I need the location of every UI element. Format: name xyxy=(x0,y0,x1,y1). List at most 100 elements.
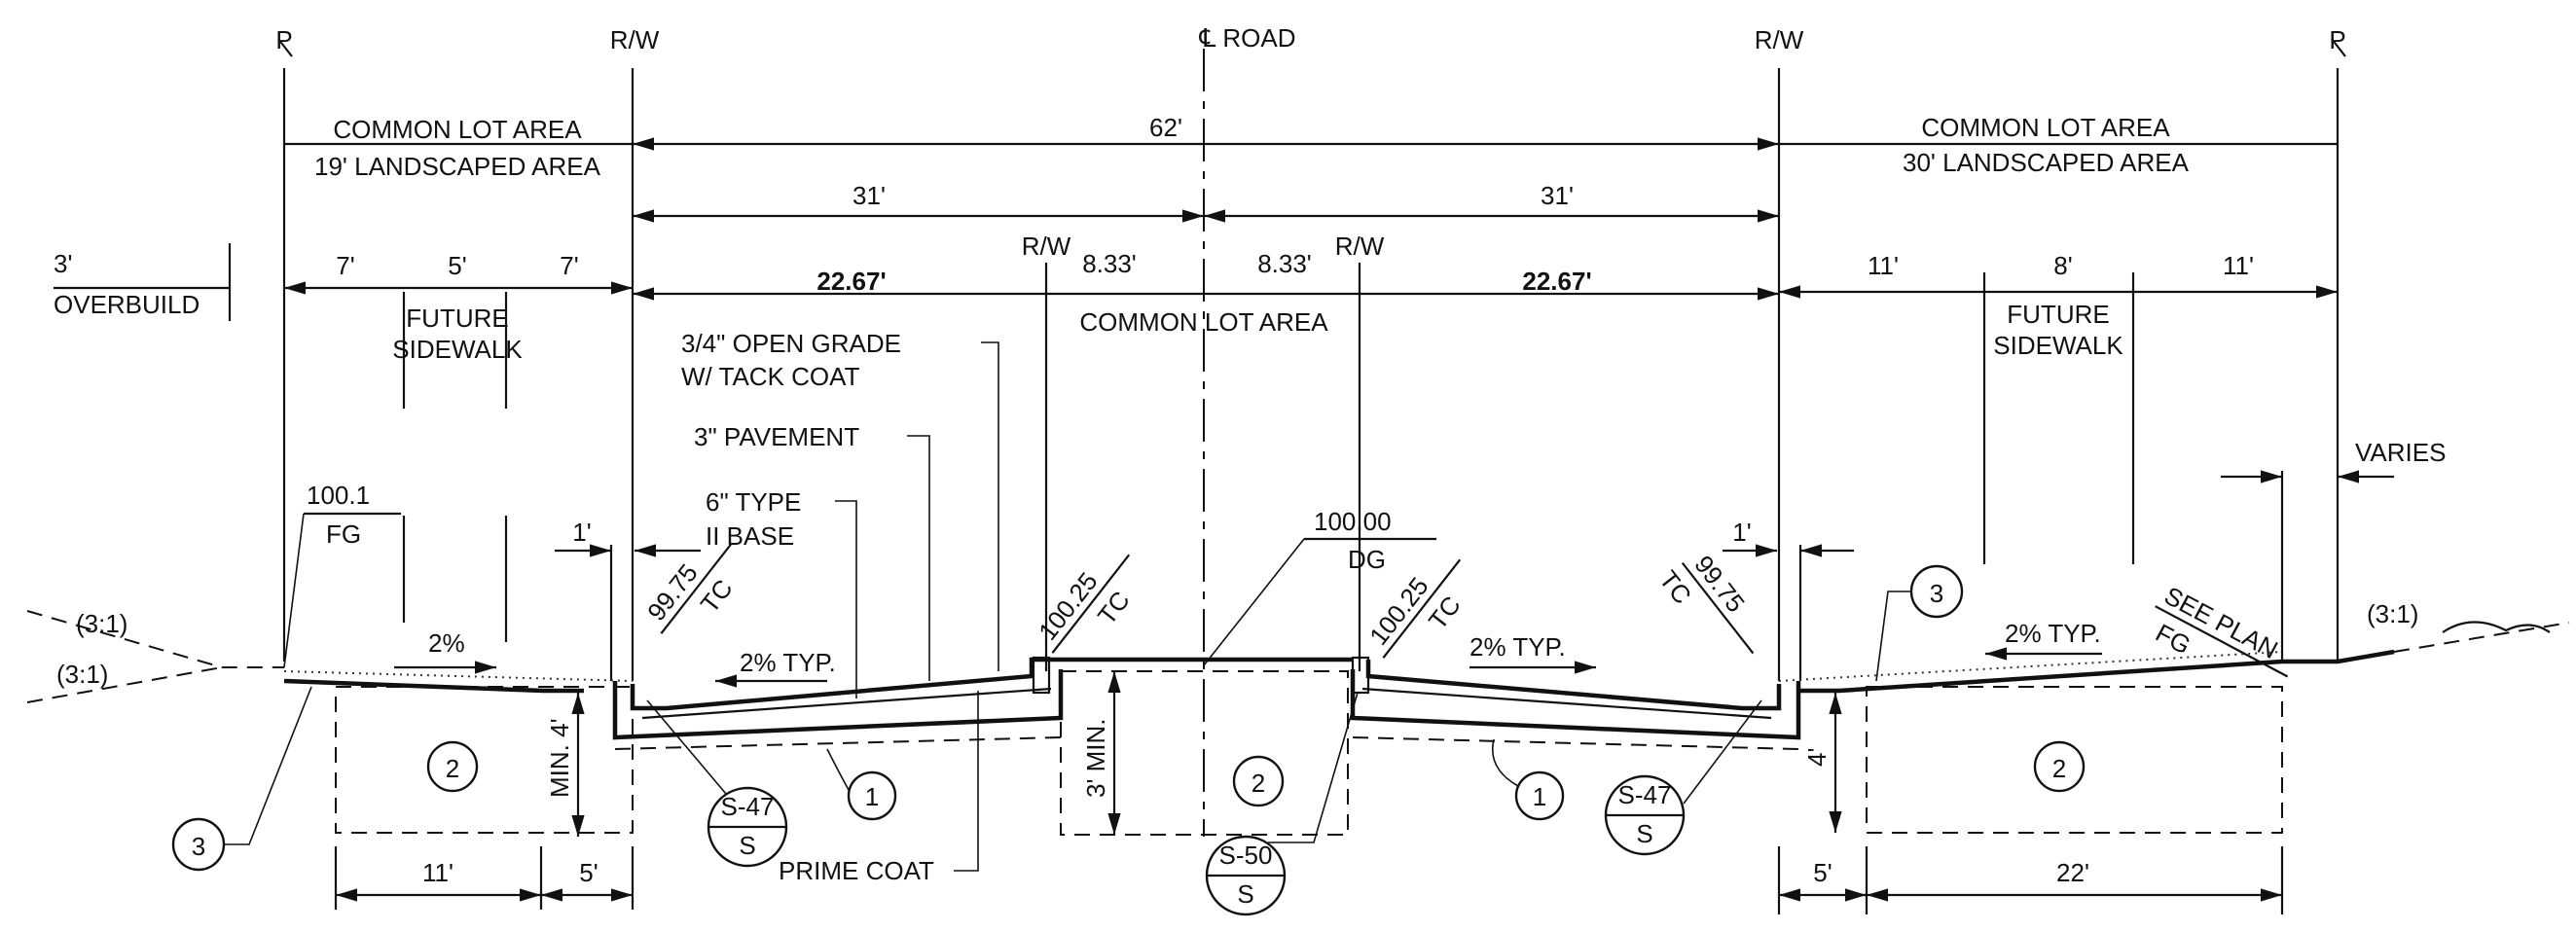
dim-11-bottom: 11' xyxy=(422,858,454,887)
see-plan-grp: SEE PLAN FG xyxy=(2151,581,2289,678)
tc-right-inner-line xyxy=(1382,558,1462,659)
pavement-leader xyxy=(907,435,930,681)
s47-right-top: S-47 xyxy=(1618,780,1672,809)
varies-label: VARIES xyxy=(2355,438,2446,467)
slope-right-typ: 2% TYP. xyxy=(1469,632,1566,662)
depth-dims: MIN. 4' 3' MIN. 4' xyxy=(545,671,1842,837)
open-grade-label-1: 3/4" OPEN GRADE xyxy=(681,329,901,358)
callout-1-right-leader xyxy=(1492,738,1519,787)
slope-left-typ: 2% TYP. xyxy=(740,648,836,677)
elev-dg: 100.00 xyxy=(1314,507,1392,536)
tc-left-outer: TC xyxy=(695,574,739,619)
tc-right-inner: TC xyxy=(1423,591,1467,635)
min-4-left: MIN. 4' xyxy=(545,718,574,798)
tc-left-inner-line xyxy=(1051,554,1131,654)
left-existing-grade xyxy=(283,670,634,682)
slope-arrows: 2% 2% TYP. 2% TYP. 2% TYP. xyxy=(394,619,2102,688)
dim-11-a: 11' xyxy=(1868,251,1899,280)
cl-road-label: ℄ ROAD xyxy=(1198,23,1295,53)
dim-5-bottom-right: 5' xyxy=(1813,858,1832,887)
s47-right-leader xyxy=(1683,699,1762,805)
right-pavement-top xyxy=(1365,660,1782,711)
median-landscape-area xyxy=(1060,670,1349,836)
pl-left-mark xyxy=(277,38,293,57)
overbuild-dim: 3' xyxy=(54,249,72,278)
pl-label-left: P xyxy=(275,25,292,54)
left-base-line xyxy=(641,687,1052,720)
base-label-2: II BASE xyxy=(706,521,794,551)
dim-8: 8' xyxy=(2053,251,2072,280)
dim-4-right-grp: 4' xyxy=(1802,748,1832,767)
callout-2-right xyxy=(2033,740,2086,793)
dim-8-33-left: 8.33' xyxy=(1082,249,1137,278)
open-grade-leader xyxy=(981,341,999,671)
callout-3-right-leader xyxy=(1875,591,1911,682)
dim-31-right: 31' xyxy=(1541,181,1574,210)
left-subgrade xyxy=(614,736,1062,750)
s50-leader xyxy=(1268,692,1359,843)
dim-8-33-right: 8.33' xyxy=(1257,249,1312,278)
prime-coat-label: PRIME COAT xyxy=(779,856,934,885)
left-base-outline xyxy=(612,669,1064,740)
tc-left-inner: TC xyxy=(1092,586,1136,630)
elev-left-fg-leader xyxy=(283,513,305,668)
callout-2-right-text: 2 xyxy=(2052,754,2066,783)
common-lot-left-1: COMMON LOT AREA xyxy=(333,115,582,144)
common-lot-right-2: 30' LANDSCAPED AREA xyxy=(1903,148,2190,177)
future-sidewalk-left-2: SIDEWALK xyxy=(392,335,523,364)
callout-1-left-text: 1 xyxy=(865,782,879,811)
min-4-left-grp: MIN. 4' xyxy=(545,718,574,798)
see-plan-line xyxy=(2155,605,2289,678)
dim-62: 62' xyxy=(1149,113,1182,142)
slope-right-far: 2% TYP. xyxy=(2005,619,2101,648)
pavement-label: 3" PAVEMENT xyxy=(694,422,859,451)
right-base-outline xyxy=(1350,669,1801,740)
elev-left-fg-lbl: FG xyxy=(326,519,361,549)
future-sidewalk-right-1: FUTURE xyxy=(2007,300,2109,329)
dim-5-bottom-left: 5' xyxy=(579,858,598,887)
future-sidewalk-left-1: FUTURE xyxy=(406,304,508,333)
callout-1-left xyxy=(847,770,897,821)
callout-2-left xyxy=(426,740,479,793)
elev-dg-lbl: DG xyxy=(1348,545,1386,574)
min-3: 3' MIN. xyxy=(1081,718,1110,798)
base-leader xyxy=(835,500,857,698)
left-inner-curb xyxy=(1032,656,1051,695)
s47-left-top: S-47 xyxy=(721,792,775,821)
side-slope-label-2: (3:1) xyxy=(56,660,108,689)
left-landscape-area xyxy=(335,686,634,834)
callout-2-center xyxy=(1232,755,1285,807)
elev-tc-right-outer-grp: 99.75 TC xyxy=(1653,550,1755,655)
tc-right-outer: TC xyxy=(1653,565,1697,610)
callout-3-left-text: 3 xyxy=(192,832,205,861)
s47-left-leader xyxy=(646,699,727,795)
dim-1-left: 1' xyxy=(572,518,591,547)
dim-7-a: 7' xyxy=(336,251,354,280)
side-slope-right xyxy=(2393,622,2570,653)
road-profile: (3:1) (3:1) (3:1) xyxy=(26,599,2570,836)
rw-label-right: R/W xyxy=(1755,25,1804,54)
side-slope-left-2 xyxy=(26,666,223,703)
common-lot-left-2: 19' LANDSCAPED AREA xyxy=(314,152,601,181)
prime-coat-leader xyxy=(954,691,979,872)
pl-label-right: P xyxy=(2329,25,2345,54)
s47-left-bot: S xyxy=(739,831,755,860)
dim-22-67-left: 22.67' xyxy=(816,267,886,296)
dim-1-right: 1' xyxy=(1732,518,1751,547)
elevations: 100.1 FG 99.75 TC 100.25 TC 100.00 DG 10… xyxy=(283,481,2289,678)
dim-31-left: 31' xyxy=(853,181,886,210)
rw-mid-right-label: R/W xyxy=(1335,232,1385,261)
left-pavement-top xyxy=(630,657,1049,711)
s50-top: S-50 xyxy=(1219,841,1273,870)
s47-right-bot: S xyxy=(1636,819,1652,848)
common-lot-center: COMMON LOT AREA xyxy=(1079,307,1328,337)
left-finished-grade xyxy=(283,678,584,694)
dim-11-b: 11' xyxy=(2223,251,2254,280)
right-finished-grade xyxy=(1798,649,2395,694)
right-base-line xyxy=(1361,687,1772,720)
future-sidewalk-right-2: SIDEWALK xyxy=(1993,331,2123,360)
dim-22-bottom: 22' xyxy=(2056,858,2089,887)
side-slope-left-1 xyxy=(26,610,284,668)
